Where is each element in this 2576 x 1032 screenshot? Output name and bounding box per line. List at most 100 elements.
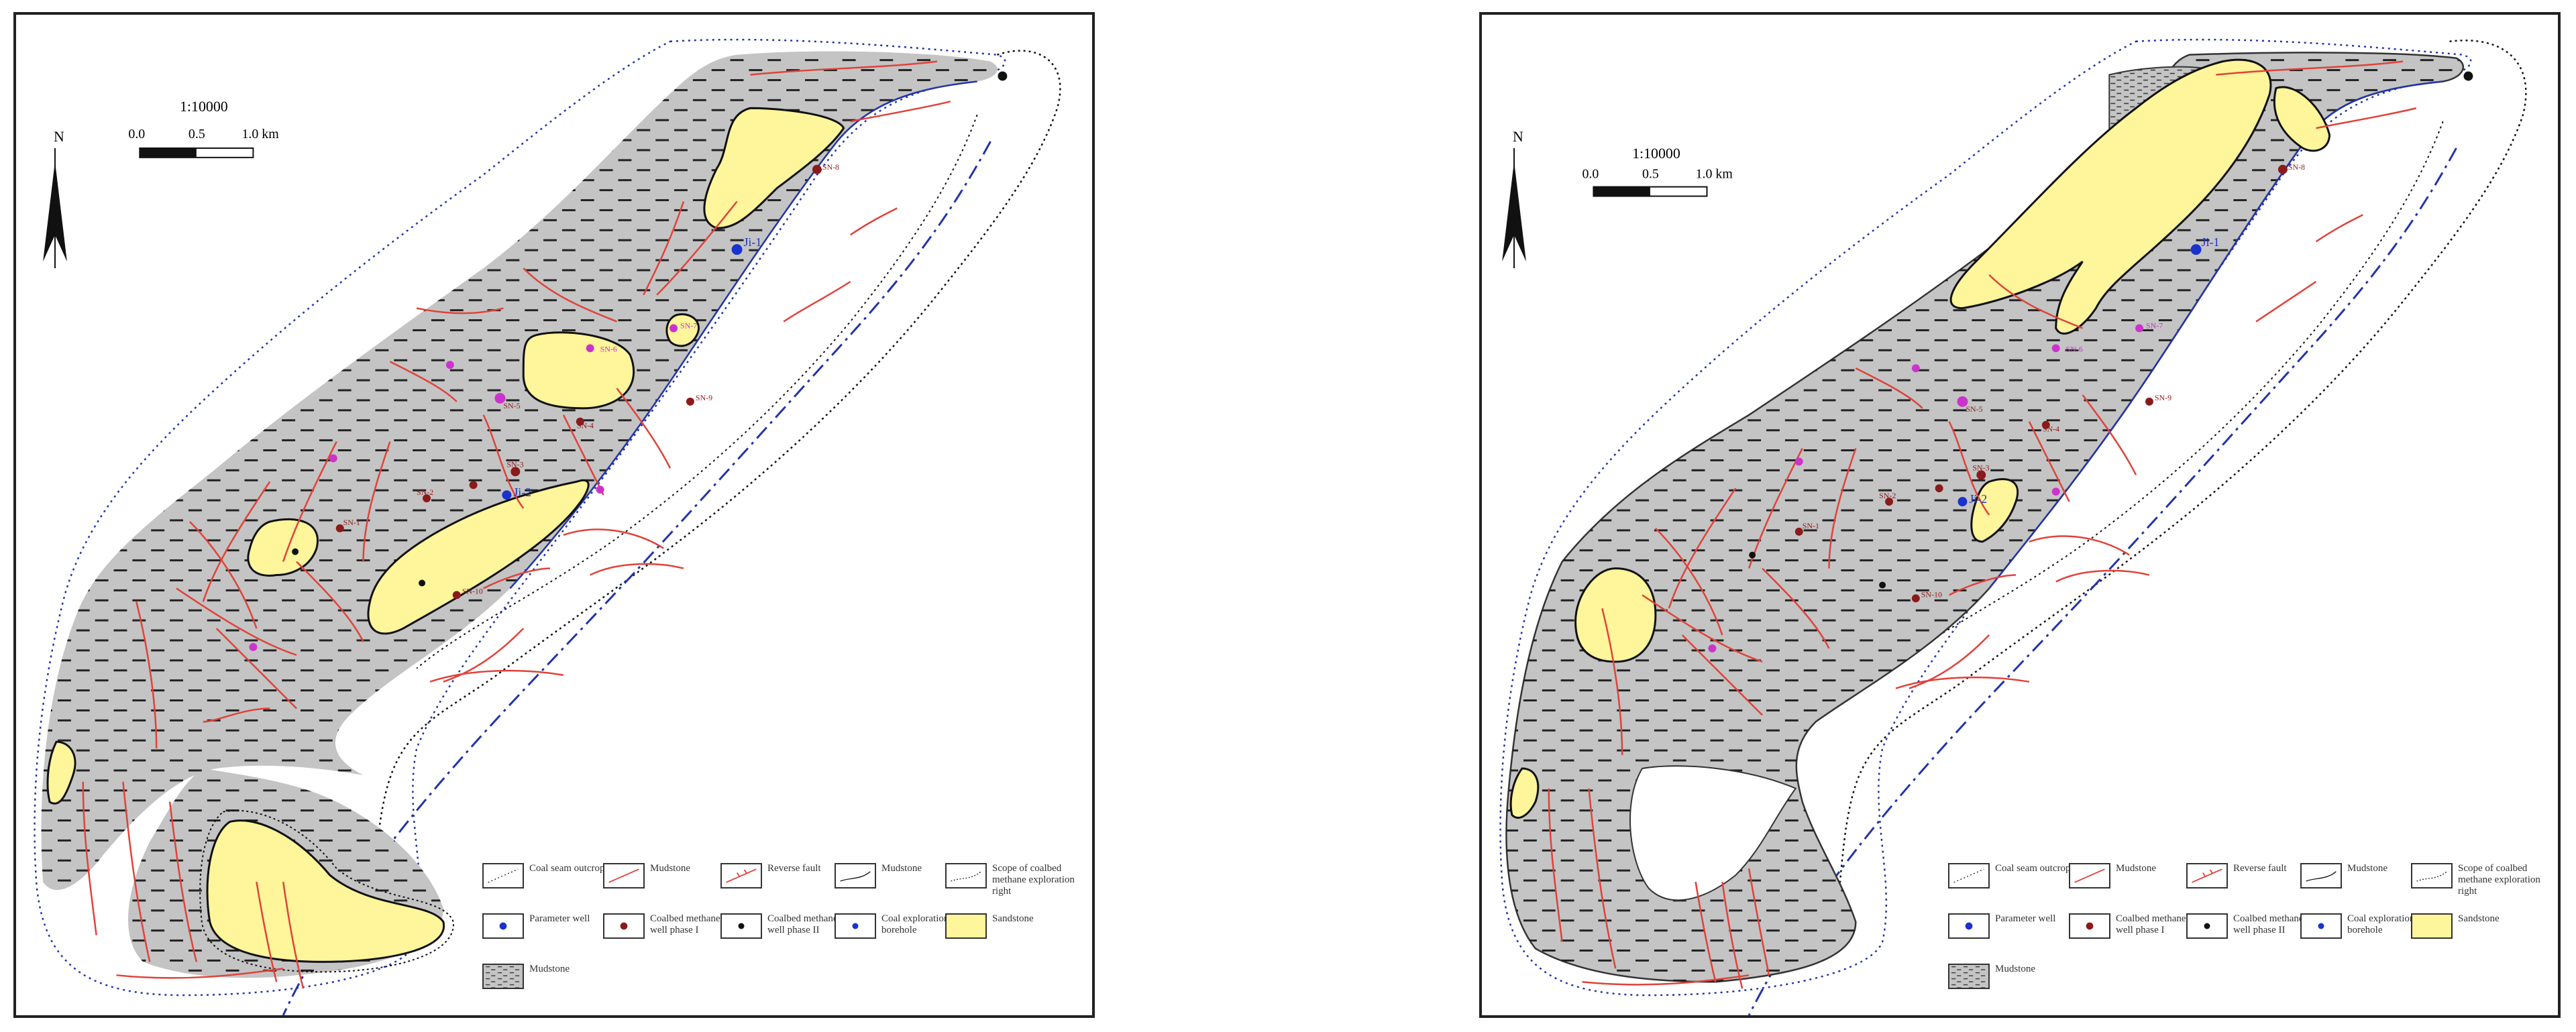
legend-label: Scope of coalbed methane exploration rig… xyxy=(2458,863,2540,897)
legend-label: Parameter well xyxy=(529,913,590,924)
scale-bar: 1:10000 0.0 0.5 1.0 km xyxy=(1582,146,1733,197)
legend-label: Mudstone xyxy=(881,863,922,874)
legend-swatch xyxy=(720,863,762,888)
legend-label: Coalbed methane well phase I xyxy=(650,913,720,935)
sandstone-bodies xyxy=(1509,58,2331,819)
legend-swatch xyxy=(2069,913,2110,939)
map-legend-left: Coal seam outcrop Mudstone Reverse fault… xyxy=(469,863,1092,1014)
legend-label: Mudstone xyxy=(2347,863,2387,874)
svg-text:SN-5: SN-5 xyxy=(503,401,520,410)
legend-label: Scope of coalbed methane exploration rig… xyxy=(992,863,1075,897)
legend-coal-borehole: Coal exploration borehole xyxy=(835,913,959,939)
exploration-scope-boundary xyxy=(1835,40,2527,922)
legend-reverse-fault: Reverse fault xyxy=(720,863,845,888)
legend-swatch xyxy=(603,913,645,939)
legend-label: Sandstone xyxy=(2458,913,2500,924)
svg-text:Ji-1: Ji-1 xyxy=(743,235,761,249)
wells xyxy=(1708,71,2473,652)
svg-text:0.0: 0.0 xyxy=(128,127,145,141)
well-labels: SN-8 Ji-1 SN-7 SN-6 SN-5 SN-4 SN-9 SN-3 … xyxy=(343,162,839,596)
legend-swatch xyxy=(2411,913,2453,939)
reverse-faults xyxy=(82,60,951,989)
exploration-scope-inner xyxy=(1882,121,2444,676)
legend-label: Reverse fault xyxy=(2233,863,2287,874)
legend-cbm-phase1: Coalbed methane well phase I xyxy=(2069,913,2193,939)
legend-label: Coal exploration borehole xyxy=(2347,913,2415,935)
svg-text:Ji-1: Ji-1 xyxy=(2202,235,2220,249)
legend-label: Sandstone xyxy=(992,913,1034,924)
legend-swatch xyxy=(603,863,645,888)
svg-text:SN-2: SN-2 xyxy=(1879,491,1896,500)
exploration-scope-boundary xyxy=(369,50,1061,915)
legend-mudstone-fill: Mudstone xyxy=(1948,964,2072,989)
legend-mudstone-line: Mudstone xyxy=(603,863,727,888)
svg-text:SN-6: SN-6 xyxy=(2066,344,2083,353)
svg-text:SN-9: SN-9 xyxy=(2155,393,2171,402)
svg-text:1.0 km: 1.0 km xyxy=(1696,167,1733,182)
legend-swatch xyxy=(945,863,987,888)
legend-swatch xyxy=(945,913,987,939)
legend-label: Mudstone xyxy=(650,863,690,874)
legend-label: Mudstone xyxy=(2116,863,2156,874)
legend-mudstone-fill: Mudstone xyxy=(482,964,606,989)
legend-coal-outcrop: Coal seam outcrop xyxy=(482,863,606,888)
svg-text:Ji-2: Ji-2 xyxy=(513,485,531,499)
geologic-map-right: SN-8 Ji-1 SN-7 SN-6 SN-5 SN-4 SN-9 SN-3 … xyxy=(1499,38,2527,1015)
svg-text:SN-1: SN-1 xyxy=(343,518,360,527)
svg-text:N: N xyxy=(1513,129,1523,145)
wells xyxy=(249,71,1008,651)
legend-swatch xyxy=(2411,863,2453,888)
svg-text:0.5: 0.5 xyxy=(189,127,205,141)
legend-cbm-phase2: Coalbed methane well phase II xyxy=(2186,913,2310,939)
svg-text:1:10000: 1:10000 xyxy=(1632,146,1680,162)
legend-swatch xyxy=(835,863,876,888)
legend-sandstone: Sandstone xyxy=(945,913,1069,939)
north-arrow: N xyxy=(1502,129,1526,268)
legend-reverse-fault: Reverse fault xyxy=(2186,863,2310,888)
svg-text:SN-10: SN-10 xyxy=(1921,589,1942,599)
legend-swatch xyxy=(2069,863,2110,888)
legend-mudstone-line: Mudstone xyxy=(2069,863,2193,888)
svg-text:SN-7: SN-7 xyxy=(680,321,697,330)
svg-text:SN-5: SN-5 xyxy=(1966,404,1982,414)
svg-text:0.5: 0.5 xyxy=(1642,167,1659,182)
exploration-scope-inner xyxy=(416,114,978,669)
legend-cbm-phase1: Coalbed methane well phase I xyxy=(603,913,727,939)
map-legend-right: Coal seam outcrop Mudstone Reverse fault… xyxy=(1935,863,2558,1014)
legend-label: Parameter well xyxy=(1995,913,2056,924)
legend-label: Reverse fault xyxy=(767,863,821,874)
geologic-map-left: SN-8 Ji-1 SN-7 SN-6 SN-5 SN-4 SN-9 SN-3 … xyxy=(34,38,1061,1015)
svg-text:SN-6: SN-6 xyxy=(600,344,617,353)
legend-swatch xyxy=(1948,863,1990,888)
sandstone-bodies xyxy=(46,107,845,963)
scale-bar: 1:10000 0.0 0.5 1.0 km xyxy=(128,99,279,158)
legend-swatch xyxy=(482,913,524,939)
legend-parameter-well: Parameter well xyxy=(482,913,606,939)
gap-region xyxy=(1629,765,1797,901)
reverse-faults xyxy=(1548,60,2417,989)
svg-text:SN-4: SN-4 xyxy=(2043,424,2059,434)
legend-swatch xyxy=(2300,913,2342,939)
legend-swatch xyxy=(1948,964,1990,989)
svg-text:SN-3: SN-3 xyxy=(1972,463,1989,472)
svg-text:1:10000: 1:10000 xyxy=(180,99,228,115)
legend-swatch xyxy=(1948,913,1990,939)
legend-swatch xyxy=(835,913,876,939)
svg-text:SN-9: SN-9 xyxy=(696,393,712,402)
legend-cbm-phase2: Coalbed methane well phase II xyxy=(720,913,845,939)
legend-coal-borehole: Coal exploration borehole xyxy=(2300,913,2424,939)
north-arrow: N xyxy=(43,129,67,268)
legend-sandstone: Sandstone xyxy=(2411,913,2535,939)
svg-text:SN-3: SN-3 xyxy=(506,459,523,469)
svg-text:N: N xyxy=(54,129,64,145)
map-panel-right: SN-8 Ji-1 SN-7 SN-6 SN-5 SN-4 SN-9 SN-3 … xyxy=(1479,12,2561,1018)
legend-parameter-well: Parameter well xyxy=(1948,913,2072,939)
svg-text:1.0 km: 1.0 km xyxy=(241,127,279,141)
legend-exploration-scope: Scope of coalbed methane exploration rig… xyxy=(945,863,1092,897)
legend-mudstone-boundary: Mudstone xyxy=(835,863,959,888)
svg-text:SN-1: SN-1 xyxy=(1803,521,1819,530)
blue-solid-boundary xyxy=(509,80,977,589)
legend-swatch xyxy=(2186,913,2228,939)
svg-text:0.0: 0.0 xyxy=(1582,167,1599,182)
legend-mudstone-boundary: Mudstone xyxy=(2300,863,2424,888)
